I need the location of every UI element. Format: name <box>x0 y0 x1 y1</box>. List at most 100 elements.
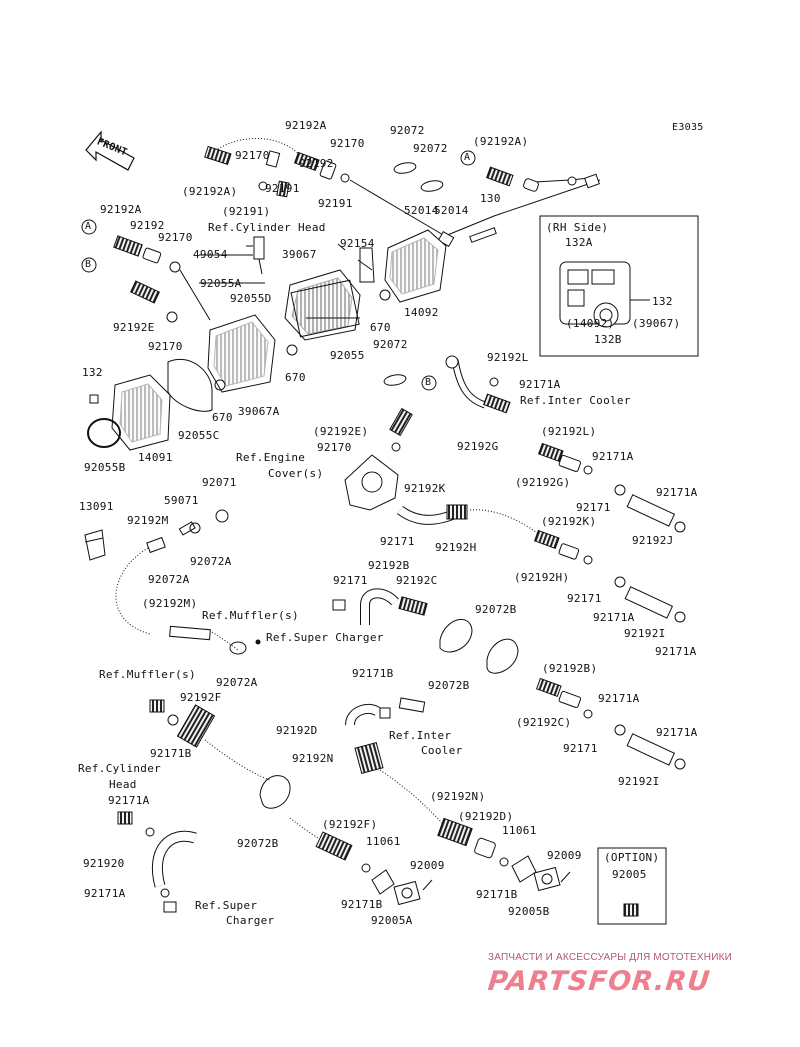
part-label: (92192E) <box>313 425 369 438</box>
watermark-logo: PARTSFOR.RU <box>486 966 712 997</box>
hose-92192A-top <box>293 151 320 172</box>
part-label: 92192A <box>285 119 327 132</box>
callout-b-left: B <box>85 259 92 270</box>
part-label: Head <box>109 778 137 791</box>
cover-assembly-center <box>284 269 361 341</box>
part-label: 92192F <box>180 691 222 704</box>
part-label: 132 <box>652 295 673 308</box>
part-label: 92055A <box>200 277 242 290</box>
housing-14091 <box>111 374 171 451</box>
part-label: 92005A <box>371 914 413 927</box>
callout-a-top: A <box>464 152 471 163</box>
part-label: (92192G) <box>515 476 571 489</box>
part-label: Ref.Super Charger <box>266 631 384 644</box>
part-label: 92170 <box>158 231 193 244</box>
part-label: 92171A <box>84 887 126 900</box>
part-label: (92192M) <box>142 597 198 610</box>
part-label: 11061 <box>366 835 401 848</box>
part-label: 92055 <box>330 349 365 362</box>
rh-side-housing <box>559 261 650 328</box>
part-label: 670 <box>370 321 391 334</box>
part-label: 92192I <box>618 775 660 788</box>
part-label: 39067 <box>282 248 317 261</box>
part-label: 92055B <box>84 461 126 474</box>
part-label: 92192C <box>396 574 438 587</box>
callout-b-mid: B <box>425 377 432 388</box>
part-label: 92192J <box>632 534 674 547</box>
flange-92005A <box>393 880 421 906</box>
callout-a-left: A <box>85 221 92 232</box>
cover-14092 <box>384 229 447 303</box>
option-label: (OPTION) <box>604 851 660 864</box>
part-label: 92171B <box>476 888 518 901</box>
part-label: 92072B <box>475 603 517 616</box>
part-label: Ref.Cylinder <box>78 762 162 775</box>
part-label: 92072B <box>428 679 470 692</box>
part-label: 92071 <box>202 476 237 489</box>
part-label: 92191 <box>318 197 353 210</box>
part-label: 92192 <box>299 157 334 170</box>
part-label: Ref.Inter Cooler <box>520 394 631 407</box>
part-label: 130 <box>480 192 501 205</box>
part-label: 92171A <box>655 645 697 658</box>
part-label: 92171A <box>108 794 150 807</box>
part-label: 670 <box>212 411 233 424</box>
part-label: 92055D <box>230 292 272 305</box>
part-label: 92192B <box>368 559 410 572</box>
part-label: 92009 <box>410 859 445 872</box>
diagram-code: E3035 <box>672 122 704 133</box>
part-label: 92072B <box>237 837 279 850</box>
part-label: 92192E <box>113 321 155 334</box>
watermark-tagline: ЗАПЧАСТИ И АКСЕССУАРЫ ДЛЯ МОТОТЕХНИКИ <box>488 952 733 963</box>
part-label: 92154 <box>340 237 375 250</box>
part-label: 92171A <box>598 692 640 705</box>
part-label: 11061 <box>502 824 537 837</box>
engine-cover-mount <box>344 454 399 511</box>
part-label: 92170 <box>330 137 365 150</box>
part-label: 92171B <box>150 747 192 760</box>
part-label: 132B <box>594 333 622 346</box>
part-label: 39067A <box>238 405 280 418</box>
part-label: 92072 <box>413 142 448 155</box>
part-label: (14092) <box>566 317 615 330</box>
part-label: 92072 <box>390 124 425 137</box>
part-label: (92192N) <box>430 790 486 803</box>
part-label: 52014 <box>434 204 469 217</box>
part-label: 92192A <box>100 203 142 216</box>
part-label: 52014 <box>404 204 439 217</box>
part-label: 92171 <box>567 592 602 605</box>
part-label: 13091 <box>79 500 114 513</box>
part-label: Ref.Muffler(s) <box>202 609 299 622</box>
part-label: 92192M <box>127 514 169 527</box>
hose-92192A-top-left <box>204 145 232 166</box>
part-label: 92192K <box>404 482 446 495</box>
part-label: 921920 <box>83 857 125 870</box>
part-label: (92191) <box>222 205 271 218</box>
rh-side-label: (RH Side) <box>546 221 609 234</box>
part-label: 92072 <box>373 338 408 351</box>
part-label: 92171B <box>341 898 383 911</box>
part-label: 14092 <box>404 306 439 319</box>
part-label: 92171 <box>576 501 611 514</box>
part-label: 49054 <box>193 248 228 261</box>
part-label: 59071 <box>164 494 199 507</box>
part-label: (92192F) <box>322 818 378 831</box>
flange-92005B <box>533 866 561 892</box>
part-label: 92005B <box>508 905 550 918</box>
part-label: Ref.Super <box>195 899 258 912</box>
part-label: 92192N <box>292 752 334 765</box>
part-label: 92192I <box>624 627 666 640</box>
part-label: Charger <box>226 914 275 927</box>
part-label: 92072A <box>148 573 190 586</box>
part-label: Cooler <box>421 744 463 757</box>
part-label: 132A <box>565 236 593 249</box>
part-label: 92170 <box>317 441 352 454</box>
part-label: (39067) <box>632 317 681 330</box>
part-label: 92009 <box>547 849 582 862</box>
part-label: Ref.Inter <box>389 729 452 742</box>
part-label: 92191 <box>265 182 300 195</box>
part-label: 92171 <box>563 742 598 755</box>
part-label: 92171B <box>352 667 394 680</box>
part-label: (92192D) <box>458 810 514 823</box>
